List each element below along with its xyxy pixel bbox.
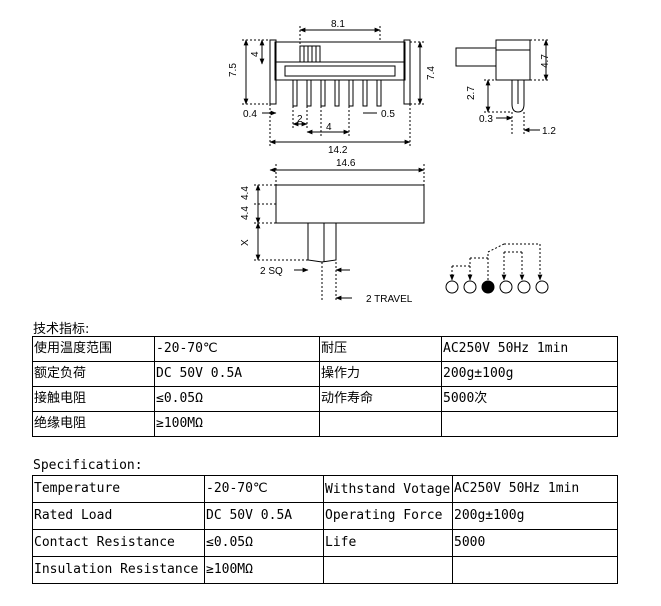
dim-lever-sq: 2 SQ [260, 266, 283, 277]
table-row: Temperature -20-70℃ Withstand Votage AC2… [32, 475, 618, 503]
cn-label: 使用温度范围 [32, 336, 155, 362]
en-label: Operating Force [323, 502, 453, 530]
en-value: ≤0.05Ω [204, 529, 324, 557]
cn-value: 5000次 [441, 386, 618, 412]
side-body [495, 39, 531, 81]
terminal-1 [445, 280, 459, 294]
technical-drawing: 8.1 7.5 4 0.4 2 4 0.5 14.2 7.4 4.7 2.7 0… [228, 19, 556, 305]
dim-body-height-2: 4.4 [240, 206, 251, 220]
table-row: Insulation Resistance ≥100MΩ [32, 556, 618, 584]
table-row: 额定负荷 DC 50V 0.5A 操作力 200g±100g [32, 361, 618, 387]
en-value: -20-70℃ [204, 475, 324, 503]
table-row: Contact Resistance ≤0.05Ω Life 5000 [32, 529, 618, 557]
terminal-2 [463, 280, 477, 294]
cn-heading: 技术指标: [33, 322, 90, 337]
cn-label: 额定负荷 [32, 361, 155, 387]
dim-body-width: 14.6 [336, 158, 356, 169]
en-value: DC 50V 0.5A [204, 502, 324, 530]
en-value: AC250V 50Hz 1min [452, 475, 618, 503]
table-row: 绝缘电阻 ≥100MΩ [32, 411, 618, 437]
en-value: 200g±100g [452, 502, 618, 530]
dim-travel: 2 TRAVEL [366, 294, 413, 305]
cn-value: -20-70℃ [154, 336, 320, 362]
table-row: Rated Load DC 50V 0.5A Operating Force 2… [32, 502, 618, 530]
front-body [274, 41, 406, 81]
top-lever [307, 223, 337, 263]
terminal-5 [517, 280, 531, 294]
terminal-common [481, 280, 495, 294]
cn-label: 接触电阻 [32, 386, 155, 412]
en-spec-table: Temperature -20-70℃ Withstand Votage AC2… [32, 475, 618, 584]
cn-label: 操作力 [319, 361, 442, 387]
cn-value [441, 411, 618, 437]
dim-pin-offset: 0.4 [243, 109, 257, 120]
cn-label: 绝缘电阻 [32, 411, 155, 437]
en-heading: Specification: [33, 458, 143, 473]
dim-side-pin: 0.3 [479, 114, 493, 125]
side-view [455, 39, 550, 134]
en-label: Insulation Resistance [32, 556, 205, 584]
top-body [275, 184, 425, 224]
circuit-schematic [445, 243, 549, 294]
cn-value: DC 50V 0.5A [154, 361, 320, 387]
en-value: ≥100MΩ [204, 556, 324, 584]
cn-value: ≤0.05Ω [154, 386, 320, 412]
dim-lever-x: X [240, 239, 251, 246]
cn-label: 动作寿命 [319, 386, 442, 412]
en-label [323, 556, 453, 584]
terminal-6 [535, 280, 549, 294]
dim-pin-width: 0.5 [381, 109, 395, 120]
dim-pin-span: 4 [326, 122, 332, 133]
dim-body-height-1: 4.4 [240, 186, 251, 200]
cn-label [319, 411, 442, 437]
dim-overall-width: 14.2 [328, 145, 348, 156]
dim-left-height: 7.5 [228, 63, 239, 77]
dim-side-top: 4.7 [540, 54, 551, 68]
en-label: Withstand Votage [323, 475, 453, 503]
en-label: Life [323, 529, 453, 557]
cn-value: 200g±100g [441, 361, 618, 387]
cn-value: AC250V 50Hz 1min [441, 336, 618, 362]
top-view [254, 164, 425, 301]
dim-side-pin-gap: 1.2 [542, 126, 556, 137]
cn-value: ≥100MΩ [154, 411, 320, 437]
dim-inner-height: 7.4 [426, 66, 437, 80]
front-actuator [299, 45, 321, 63]
front-view [242, 26, 424, 146]
cn-spec-table: 使用温度范围 -20-70℃ 耐压 AC250V 50Hz 1min 额定负荷 … [32, 336, 618, 437]
en-value [452, 556, 618, 584]
side-lever [455, 47, 497, 67]
en-value: 5000 [452, 529, 618, 557]
dim-pin-pitch: 2 [297, 114, 303, 125]
front-pins [292, 79, 382, 107]
dim-side-height: 2.7 [466, 86, 477, 100]
en-label: Temperature [32, 475, 205, 503]
en-label: Rated Load [32, 502, 205, 530]
dim-left-small: 4 [250, 51, 261, 57]
table-row: 接触电阻 ≤0.05Ω 动作寿命 5000次 [32, 386, 618, 412]
terminal-4 [499, 280, 513, 294]
dim-top-width: 8.1 [331, 19, 345, 30]
cn-label: 耐压 [319, 336, 442, 362]
en-label: Contact Resistance [32, 529, 205, 557]
table-row: 使用温度范围 -20-70℃ 耐压 AC250V 50Hz 1min [32, 336, 618, 362]
